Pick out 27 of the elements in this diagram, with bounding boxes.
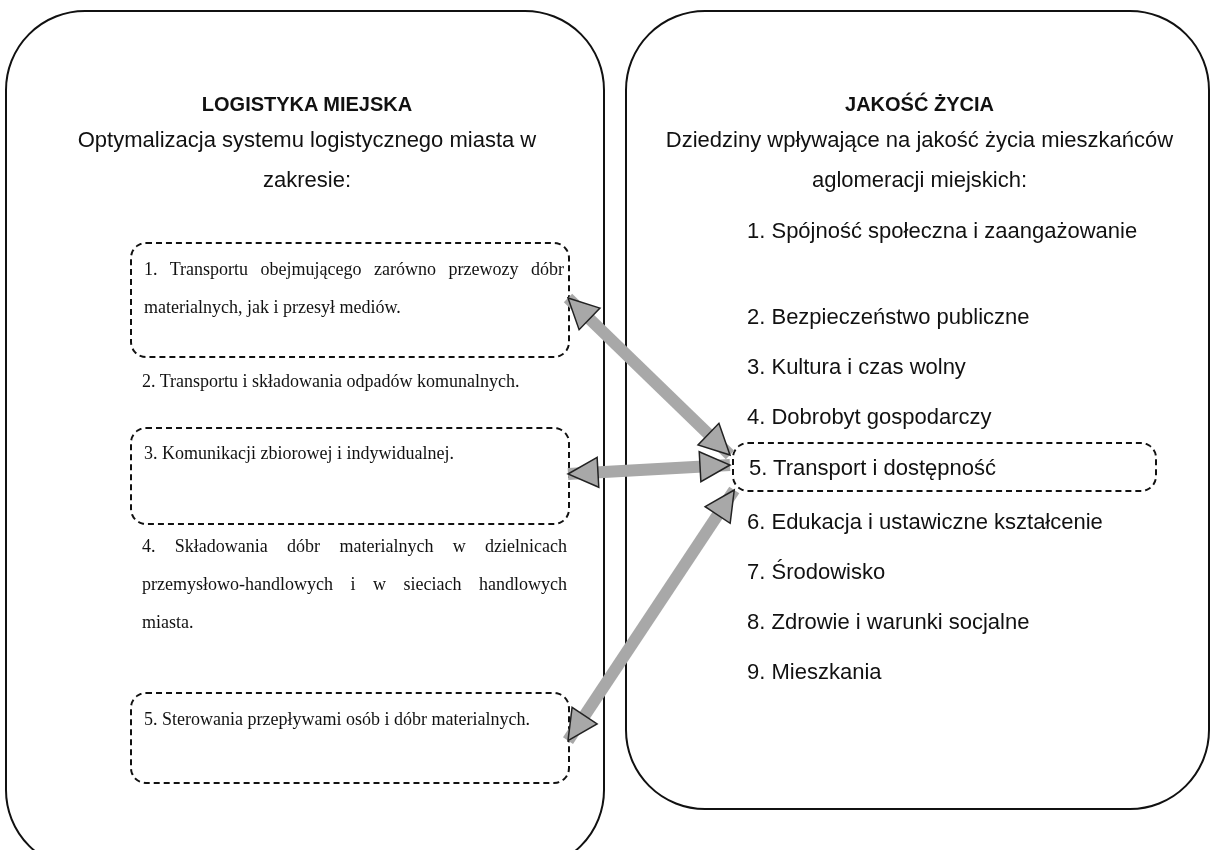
double-arrow — [563, 293, 735, 460]
dashed-box — [130, 242, 570, 358]
list-item: 2. Transportu i składowania odpadów komunalnych. — [142, 370, 521, 393]
intro-text: Optymalizacja systemu logistycznego miasta w zakresie: — [76, 126, 538, 194]
panel-title: JAKOŚĆ ŻYCIA — [844, 91, 995, 117]
dashed-box — [130, 427, 570, 525]
list-item: 3. Komunikacji zbiorowej i indywidualnej. — [144, 442, 455, 465]
double-arrow — [563, 486, 740, 744]
list-item: 5. Transport i dostępność — [749, 454, 998, 482]
list-item: 9. Mieszkania — [747, 658, 883, 686]
dashed-box — [732, 442, 1157, 492]
rounded-panel — [5, 10, 605, 850]
dashed-box — [130, 692, 570, 784]
list-item: 1. Transportu obejmującego zarówno przewozy dóbr materialnych, jak i przesył mediów. — [144, 258, 564, 319]
list-item: 6. Edukacja i ustawiczne kształcenie — [747, 508, 1104, 536]
list-item: 7. Środowisko — [747, 558, 887, 586]
list-item: 2. Bezpieczeństwo publiczne — [747, 303, 1031, 331]
list-item: 5. Sterowania przepływami osób i dóbr materialnych. — [144, 708, 531, 731]
list-item: 3. Kultura i czas wolny — [747, 353, 967, 381]
intro-text: Dziedziny wpływające na jakość życia mieszkańców aglomeracji miejskich: — [664, 126, 1175, 194]
panel-title: LOGISTYKA MIEJSKA — [200, 92, 414, 117]
list-item: 4. Dobrobyt gospodarczy — [747, 403, 993, 431]
list-item: 1. Spójność społeczna i zaangażowanie — [747, 217, 1139, 245]
list-item: 4. Składowania dóbr materialnych w dzielnicach przemysłowo-handlowych i w sieciach handlowych miasta. — [142, 535, 567, 634]
double-arrow — [567, 450, 731, 489]
rounded-panel — [625, 10, 1210, 810]
list-item: 8. Zdrowie i warunki socjalne — [747, 608, 1031, 636]
